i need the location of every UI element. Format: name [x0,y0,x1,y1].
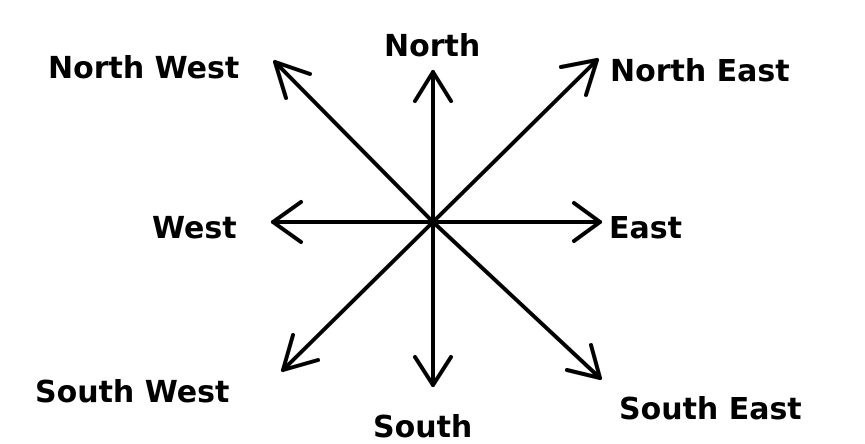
label-north-west: North West [48,51,239,86]
arrow-north-west [273,60,435,224]
label-south-west: South West [35,375,229,410]
arrow-east [431,201,602,243]
arrow-west [271,200,435,244]
label-north: North [384,29,480,64]
label-west: West [152,211,237,246]
arrow-south-west [281,220,435,372]
arrow-north-east [431,58,599,224]
arrow-south-east [431,220,602,380]
label-south: South [373,410,472,444]
label-east: East [609,211,682,246]
label-south-east: South East [619,392,802,427]
arrow-south [413,220,453,387]
arrow-north [413,70,453,224]
label-north-east: North East [610,54,790,89]
